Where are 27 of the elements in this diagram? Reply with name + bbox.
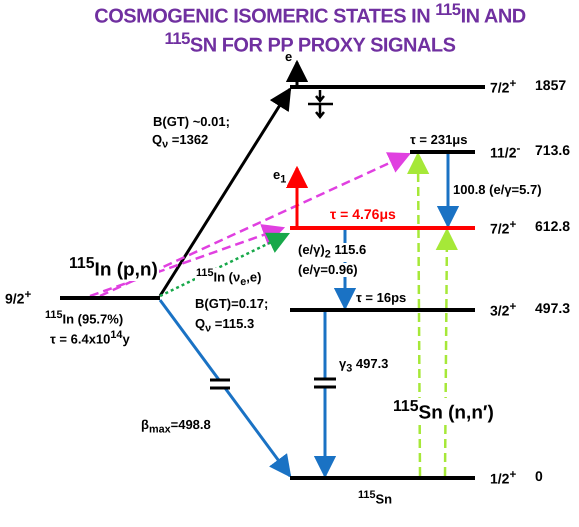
spin-parity-label: 7/2$^{+}$ xyxy=(490,78,516,96)
level-note: $^{115}$In (95.7%) xyxy=(45,310,124,327)
energy-label: 497.3 xyxy=(535,301,570,316)
note-label: Q$_{ν}$ =1362 xyxy=(152,133,208,152)
spin-parity-label: 3/2$^{+}$ xyxy=(490,301,516,320)
lifetime-label: τ = 16ps xyxy=(356,291,406,306)
lifetime-label: $^{115}$Sn xyxy=(358,490,392,507)
spin-parity-label: 7/2$^{+}$ xyxy=(490,219,516,238)
lifetime-label: τ = 231μs xyxy=(410,133,468,148)
edge-label: B(GT) ~0.01; xyxy=(152,115,231,130)
level-note: τ = 6.4x10$^{14}$y xyxy=(50,330,130,347)
spin-parity-label: 9/2$^{+}$ xyxy=(5,289,32,308)
energy-label: 1857 xyxy=(535,78,566,94)
spin-parity-label: 11/2$^{-}$ xyxy=(490,143,520,162)
edge-label: $^{115}$Sn (n,n′) xyxy=(392,398,495,424)
note-label: Q$_{ν}$ =115.3 xyxy=(195,317,254,336)
edge-label: 100.8 (e/γ=5.7) xyxy=(452,183,543,198)
edge-label: (e/γ)$_{2}$ 115.6 xyxy=(297,243,368,262)
note-label: B(GT)=0.17; xyxy=(195,297,268,312)
energy-label: 612.8 xyxy=(535,219,570,234)
lifetime-label: τ = 4.76μs xyxy=(330,207,396,222)
edge-label: $^{115}$In (p,n) xyxy=(68,255,159,282)
note-label: (e/γ=0.96) xyxy=(297,263,359,278)
energy-label: 0 xyxy=(535,469,543,484)
spin-parity-label: 1/2$^{+}$ xyxy=(490,469,516,488)
energy-label: 713.6 xyxy=(535,143,570,158)
edge-label: e xyxy=(284,50,294,64)
